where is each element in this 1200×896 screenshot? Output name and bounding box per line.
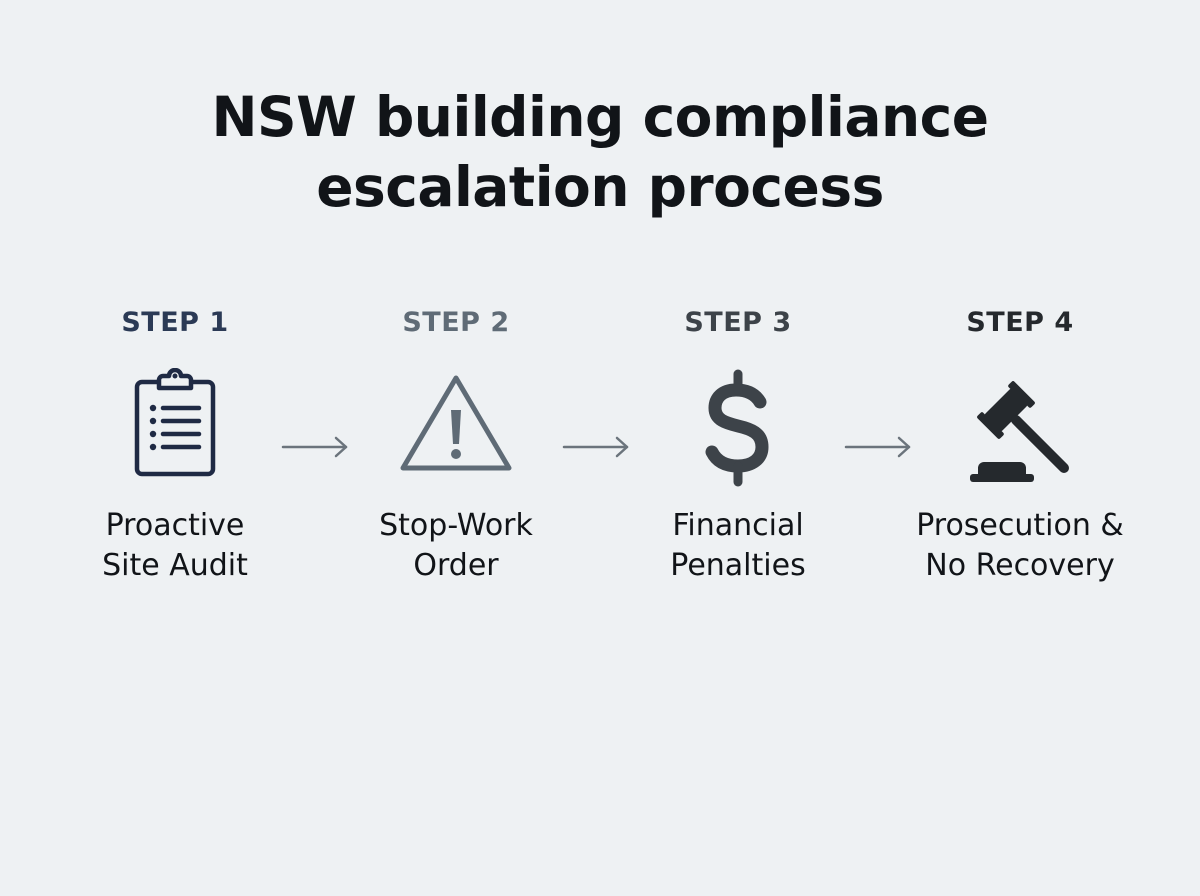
step-3-label: STEP 3: [684, 307, 792, 338]
arrow-right-icon: [843, 430, 913, 464]
step-2-name-line-2: Order: [413, 548, 499, 583]
step-3: STEP 3 Financial Penalties: [608, 300, 868, 586]
step-4-name-line-1: Prosecution &: [916, 508, 1124, 543]
step-1: STEP 1 Proactive Site Audit: [45, 300, 305, 586]
arrow-right-icon: [280, 430, 350, 464]
gavel-icon: [960, 368, 1080, 488]
step-4-label: STEP 4: [966, 307, 1074, 338]
dollar-sign-icon: [678, 368, 798, 488]
step-3-name: Financial Penalties: [608, 506, 868, 586]
step-4-name: Prosecution & No Recovery: [890, 506, 1150, 586]
step-3-name-line-1: Financial: [672, 508, 804, 543]
title-line-2: escalation process: [316, 155, 884, 219]
step-4-name-line-2: No Recovery: [925, 548, 1115, 583]
step-1-name-line-2: Site Audit: [102, 548, 248, 583]
warning-triangle-icon: [396, 368, 516, 488]
step-2-name-line-1: Stop-Work: [379, 508, 533, 543]
step-1-name-line-1: Proactive: [105, 508, 245, 543]
step-4: STEP 4 Prosecution & No Recovery: [890, 300, 1150, 586]
step-2-name: Stop-Work Order: [326, 506, 586, 586]
title-line-1: NSW building compliance: [211, 85, 989, 149]
arrow-right-icon: [561, 430, 631, 464]
step-2-label: STEP 2: [402, 307, 510, 338]
step-2: STEP 2 Stop-Work Order: [326, 300, 586, 586]
page-title: NSW building compliance escalation proce…: [0, 82, 1200, 222]
clipboard-icon: [115, 368, 235, 488]
step-3-name-line-2: Penalties: [670, 548, 806, 583]
step-1-label: STEP 1: [121, 307, 229, 338]
step-1-name: Proactive Site Audit: [45, 506, 305, 586]
